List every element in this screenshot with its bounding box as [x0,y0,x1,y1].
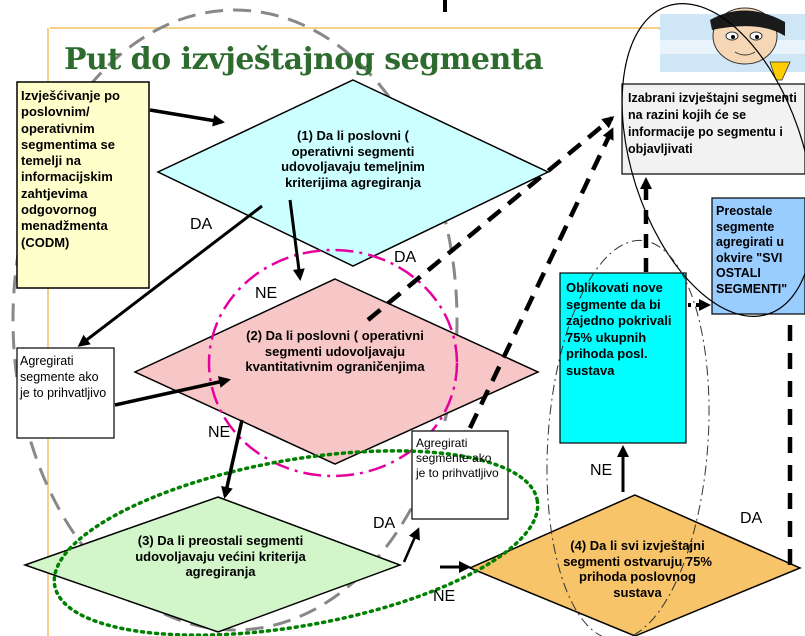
edge-label-da-4: DA [740,510,763,527]
arrow-d1-to-agregirati [77,204,263,347]
oblikovati-text: Oblikovati nove segmente da bi zajedno p… [566,280,672,378]
thin-dashdot-ellipse [546,239,710,636]
arrow-d3-to-agregirati-mid [402,527,420,563]
decision-4-text: (4) Da li svi izvještajni segmenti ostva… [563,538,712,600]
cartoon-figure-icon [660,7,805,81]
arrow-d1-to-d2 [288,199,305,281]
black-ellipse [621,3,805,317]
top-notch [443,0,447,12]
codm-box [16,81,150,289]
edge-label-da-1: DA [190,216,213,233]
magenta-dashdot-ellipse [207,248,459,478]
gray-dashed-ellipse [11,8,459,632]
dashed-arrow-agregirati-to-izabrani [467,127,615,429]
edge-label-da-2: DA [394,249,417,266]
edge-label-ne-2: NE [208,424,231,441]
green-dotted-ellipse [52,449,540,636]
decision-3-shape [22,496,403,633]
decision-4-shape [468,494,802,636]
decision-2-text: (2) Da li poslovni ( operativni segmenti… [245,328,425,374]
decision-1-shape [156,79,550,267]
preostale-box [711,197,805,315]
agregirati-left-text: Agregirati segmente ako je to prihvatlji… [20,354,107,400]
agregirati-left-box [16,347,115,439]
decision-1-text: (1) Da li poslovni ( operativni segmenti… [281,128,425,190]
agregirati-mid-text: Agregirati segmente ako je to prihvatlji… [416,436,499,480]
arrow-d2-to-d3 [221,419,244,499]
codm-box-text: Izvješćivanje po poslovnim/ operativnim … [21,88,120,250]
decision-3-text: (3) Da li preostali segmenti udovoljavaj… [135,533,306,579]
dashed-arrow-d2-to-izabrani [366,116,615,322]
edge-label-ne-1: NE [255,285,278,302]
edge-label-da-3: DA [373,515,396,532]
arrow-codm-to-d1 [149,108,225,127]
edge-label-ne-3: NE [433,588,456,605]
arrow-agregirati-to-d2 [114,376,231,407]
decision-2-shape [133,278,540,465]
edge-label-ne-4: NE [590,462,613,479]
agregirati-mid-box [411,430,509,520]
preostale-text: Preostale segmente agregirati u okvire "… [716,204,788,296]
page-title: Put do izvještajnog segmenta [64,42,544,77]
izabrani-text: Izabrani izvještajni segmenti na razini … [628,91,797,156]
izabrani-box [621,83,805,175]
oblikovati-box [559,272,687,444]
